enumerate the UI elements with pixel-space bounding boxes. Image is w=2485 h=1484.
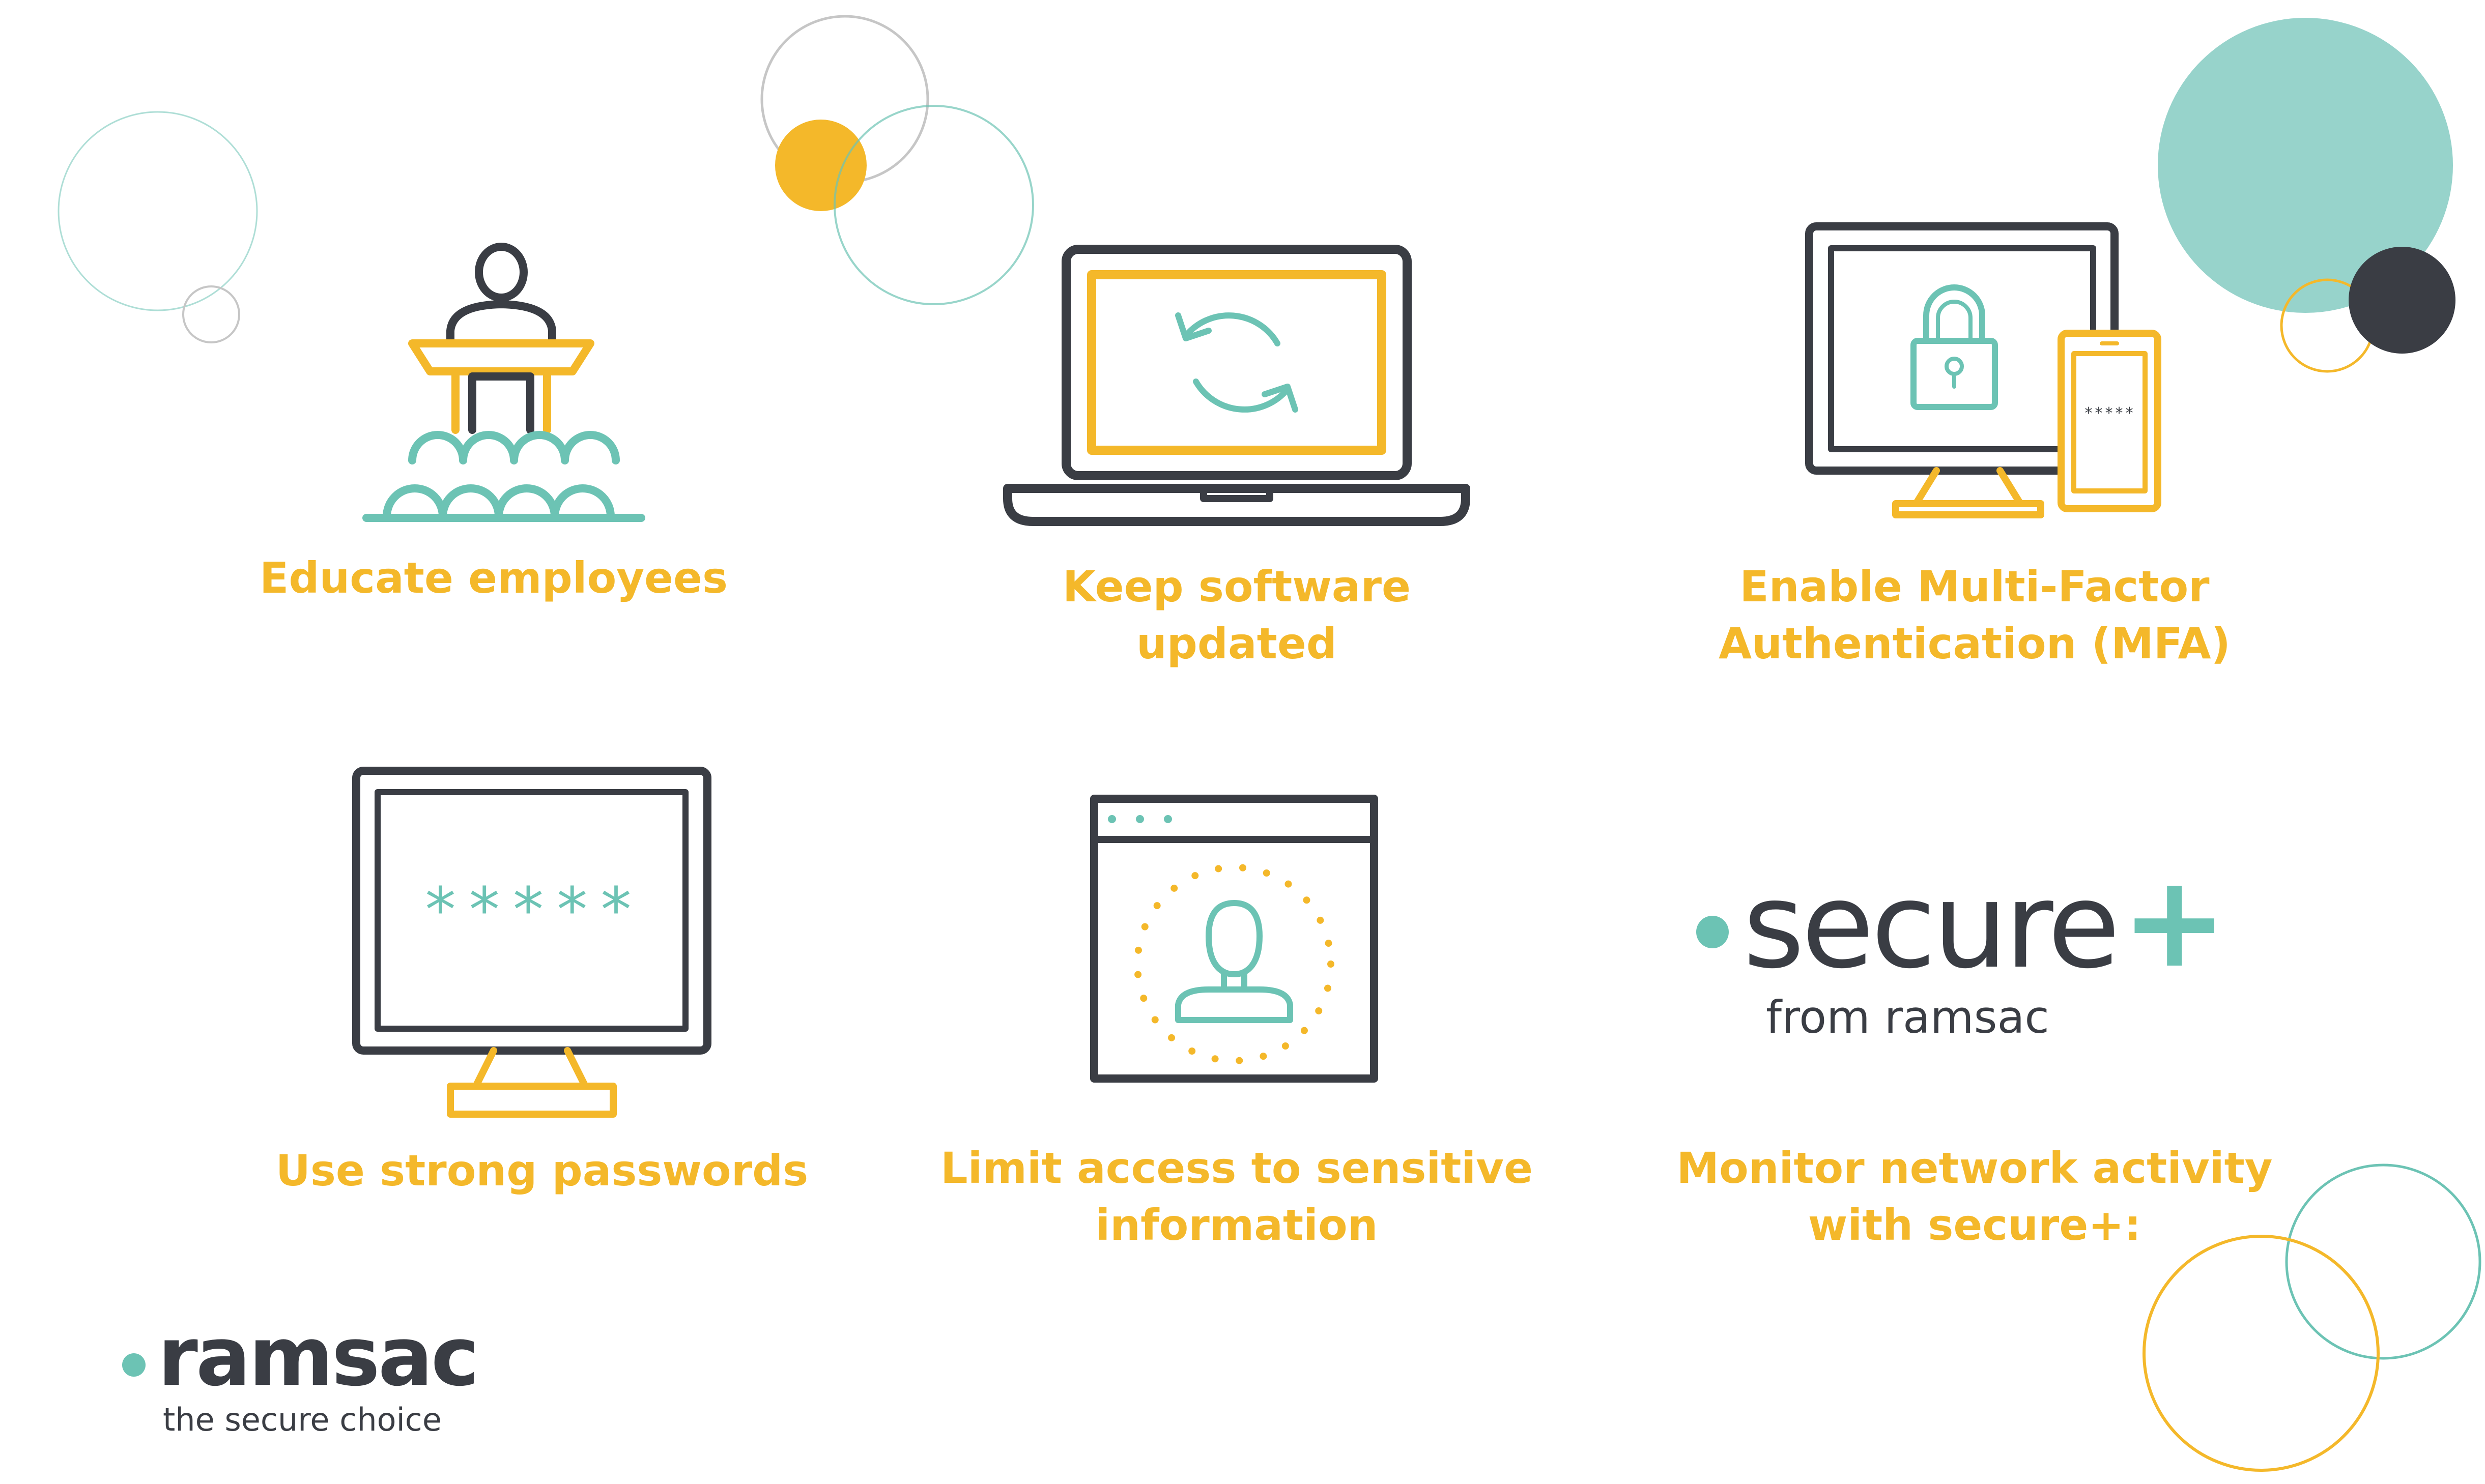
pw-monitor-frame [352, 767, 711, 1055]
pw-monitor-stand [472, 1047, 589, 1090]
padlock-body [1910, 338, 1998, 410]
user-shoulders [1175, 986, 1293, 1023]
monitor-password-graphic [352, 767, 711, 1118]
caption-educate-line-1: Educate employees [260, 553, 728, 603]
audience-back-row [408, 431, 620, 464]
presenter-body [446, 300, 556, 345]
browser-frame [1090, 795, 1378, 1083]
ramsac-logo-word: ramsac [158, 1309, 479, 1404]
deco-dot-dark-right [2349, 247, 2455, 354]
caption-software-line-2: updated [1136, 619, 1337, 668]
padlock-keyhole [1945, 357, 1964, 376]
laptop-screen [1087, 270, 1386, 455]
caption-access: Limit access to sensitive information [880, 1140, 1593, 1254]
secure-logo-dot [1696, 916, 1729, 948]
ramsac-logo-tagline: the secure choice [163, 1401, 442, 1438]
refresh-arrow-bottom [1193, 379, 1291, 413]
mfa-monitor-foot [1892, 500, 2044, 518]
browser-dot-1 [1108, 815, 1116, 823]
padlock-shackle [1923, 284, 1985, 344]
secure-logo-plus: + [2121, 848, 2228, 996]
password-mask: ***** [422, 875, 642, 946]
laptop-base [1003, 484, 1470, 526]
monitor-padlock-phone-icon: ***** [1802, 219, 2168, 519]
presenter-audience-icon [362, 243, 645, 522]
browser-user-icon [1090, 795, 1378, 1083]
caption-monitor-line-2: with secure+: [1808, 1200, 2141, 1250]
refresh-arrow-top [1183, 312, 1280, 346]
user-halo-dotted [1134, 864, 1334, 1064]
pw-monitor-foot [447, 1083, 617, 1118]
caption-software: Keep software updated [880, 558, 1593, 672]
phone-password-mask: ***** [2083, 404, 2135, 422]
caption-access-line-1: Limit access to sensitive [940, 1143, 1533, 1193]
mfa-monitor-screen [1828, 245, 2096, 452]
presenter-head [475, 243, 528, 302]
deco-ring-teal-left [58, 111, 258, 311]
caption-monitor-line-1: Monitor network activity [1676, 1143, 2273, 1193]
refresh-arrow-top-head [1175, 312, 1212, 341]
caption-mfa-line-1: Enable Multi-Factor [1739, 562, 2210, 612]
deco-ring-yellow-bottom [2143, 1235, 2380, 1472]
podium-front [468, 372, 534, 434]
deco-ring-teal-bottom [2285, 1163, 2481, 1360]
secure-logo-word: secure [1743, 857, 2120, 995]
browser-dot-2 [1136, 815, 1144, 823]
phone-body [2058, 330, 2161, 512]
ramsac-logo-dot [122, 1353, 146, 1377]
deco-dot-teal-large [2158, 18, 2453, 313]
user-head [1206, 900, 1263, 977]
caption-mfa-line-2: Authentication (MFA) [1719, 619, 2231, 668]
caption-passwords: Use strong passwords [186, 1142, 898, 1199]
secure-logo-tagline: from ramsac [1766, 991, 2049, 1043]
pw-monitor-screen [375, 789, 689, 1032]
deco-ring-gray-left [182, 285, 240, 343]
padlock-shackle-inner [1936, 300, 1973, 343]
laptop-trackpad-notch [1200, 485, 1273, 502]
caption-software-line-1: Keep software [1062, 562, 1411, 612]
caption-access-line-2: information [1095, 1200, 1378, 1250]
refresh-arrow-bottom-head [1262, 384, 1298, 413]
caption-monitor: Monitor network activity with secure+: [1618, 1140, 2331, 1254]
monitor-padlock-phone-graphic [1805, 222, 2161, 518]
caption-educate: Educate employees [137, 549, 850, 606]
monitor-password-icon: ***** [351, 766, 712, 1122]
audience-front-row [383, 484, 615, 520]
caption-mfa: Enable Multi-Factor Authentication (MFA) [1618, 558, 2331, 672]
deco-dot-yellow-top [775, 120, 867, 211]
phone-screen [2071, 351, 2148, 493]
caption-passwords-line-1: Use strong passwords [275, 1146, 809, 1196]
laptop-refresh-icon [1003, 245, 1470, 526]
laptop-screen-frame [1062, 245, 1412, 480]
ramsac-logo: ramsac the secure choice [117, 1311, 524, 1458]
deco-ring-teal-top [834, 105, 1034, 305]
mfa-monitor-stand [1912, 467, 2024, 507]
secure-plus-logo: secure + from ramsac [1690, 856, 2275, 1058]
browser-dot-3 [1164, 815, 1172, 823]
podium-top [408, 339, 594, 375]
